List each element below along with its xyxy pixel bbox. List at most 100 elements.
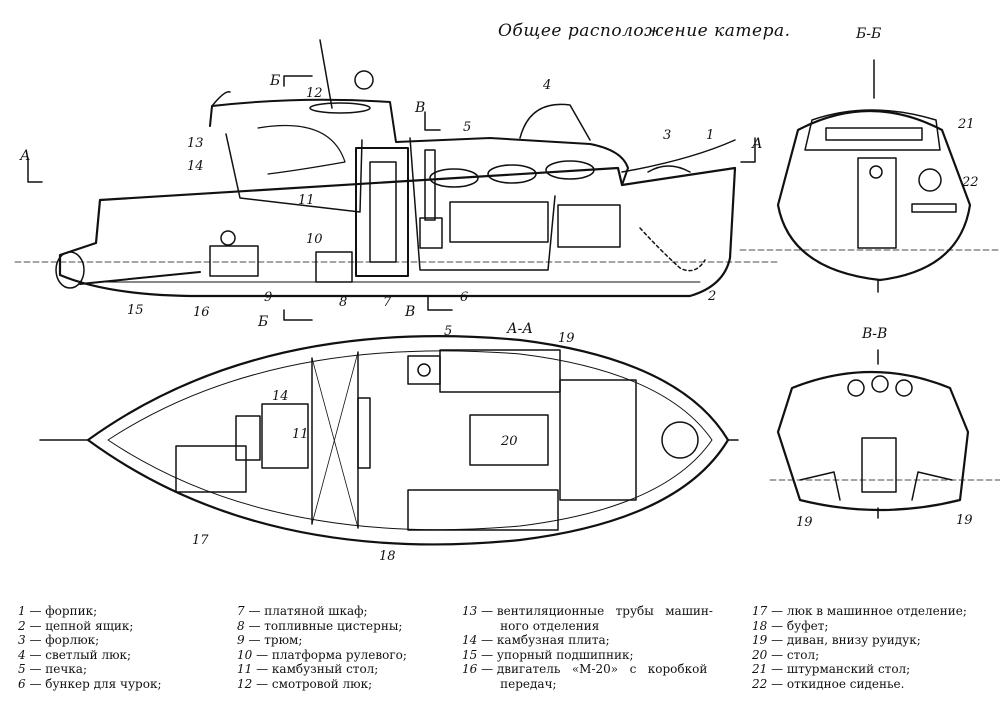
- legend-item: 12 — смотровой люк;: [237, 676, 373, 691]
- section-arrow-v-bottom: [427, 295, 453, 311]
- legend-item: 1 — форпик;: [18, 604, 98, 618]
- bulkhead-diagonal-2: [311, 351, 359, 525]
- bb-porthole-strip: [825, 127, 923, 141]
- wardrobe-door: [369, 161, 397, 263]
- engine-filler-cap: [220, 230, 236, 246]
- vv-callout-19-right: 19: [956, 513, 973, 528]
- anchor-chain: [639, 227, 706, 272]
- legend-item: 11 — камбузный стол;: [237, 662, 379, 677]
- plan-callout-20: 20: [500, 434, 518, 449]
- plan-buffet: [357, 397, 371, 469]
- sofa-backrest-bow: [557, 204, 621, 248]
- skylight-hatch: [519, 103, 591, 141]
- ventilation-pipe: [209, 91, 231, 127]
- bb-steering-wheel-icon: [918, 168, 942, 192]
- bb-hull-outline: [776, 110, 972, 282]
- callout-9: 9: [264, 290, 272, 305]
- wheelhouse-roof-curve: [257, 124, 346, 175]
- callout-5: 5: [463, 120, 471, 135]
- wardrobe: [355, 147, 409, 277]
- bb-door-window: [869, 165, 883, 179]
- callout-2: 2: [707, 289, 716, 304]
- legend-column-3: 13 — вентиляционные трубы машин- ного от…: [462, 604, 727, 692]
- hull-outline: [58, 166, 737, 298]
- legend-item: 7 — платяной шкаф;: [237, 604, 368, 618]
- legend-item: 15 — упорный подшипник;: [462, 647, 634, 662]
- vv-porthole-right: [895, 379, 913, 397]
- plan-callout-11: 11: [292, 427, 309, 442]
- section-label-b-top: Б: [269, 73, 280, 89]
- callout-13: 13: [187, 136, 204, 151]
- mast: [319, 39, 333, 109]
- callout-16: 16: [193, 305, 210, 320]
- legend-item: 6 — бункер для чурок;: [18, 676, 162, 691]
- bow-deck-rail: [621, 139, 736, 173]
- side-elevation: [14, 39, 781, 321]
- engine-m20: [209, 245, 259, 277]
- galley-stove: [235, 415, 261, 461]
- plan-sofa-starboard: [407, 489, 559, 531]
- callout-6: 6: [460, 290, 468, 305]
- plan-callout-5: 5: [444, 324, 452, 339]
- stove: [419, 217, 443, 249]
- vv-table: [861, 437, 897, 493]
- vv-hull-outline: [776, 370, 970, 512]
- bb-door: [857, 157, 897, 249]
- stove-pipe: [424, 149, 436, 221]
- section-label-bb: Б-Б: [855, 26, 881, 42]
- section-arrow-b-bottom: [283, 309, 313, 321]
- vv-porthole-mid: [871, 375, 889, 393]
- plan-hull-inner: [107, 350, 713, 531]
- plan-sofa-port: [439, 349, 561, 393]
- callout-12: 12: [306, 86, 323, 101]
- plan-stove-burner: [417, 363, 431, 377]
- sofa-backrest-side: [449, 201, 549, 243]
- section-arrow-a-right: [740, 137, 756, 163]
- legend-item: 4 — светлый люк;: [18, 647, 132, 662]
- galley-table: [261, 403, 309, 469]
- plan-callout-19: 19: [558, 331, 575, 346]
- section-label-vv: В-В: [861, 326, 887, 342]
- legend-item: 8 — топливные цистерны;: [237, 618, 403, 633]
- callout-4: 4: [542, 78, 551, 93]
- legend-item: 5 — печка;: [18, 662, 87, 677]
- searchlight: [354, 70, 374, 90]
- callout-8: 8: [339, 295, 347, 310]
- rudder: [55, 251, 85, 289]
- engine-room-hatch: [175, 445, 247, 493]
- fore-hatch: [647, 165, 691, 173]
- vv-callout-19-left: 19: [796, 515, 813, 530]
- legend-item: 14 — камбузная плита;: [462, 633, 610, 648]
- section-arrow-a-left: [27, 157, 43, 183]
- bb-callout-22: 22: [961, 175, 979, 190]
- legend-item: 19 — диван, внизу руидук;: [752, 633, 921, 648]
- plan-callout-14: 14: [272, 389, 289, 404]
- cabin-roof-outline: [209, 98, 629, 186]
- plan-view: [39, 335, 739, 546]
- plan-stove: [407, 355, 441, 385]
- legend-item: 13 — вентиляционные трубы машин-: [462, 604, 713, 618]
- section-label-a-right: А: [751, 136, 763, 152]
- callout-7: 7: [383, 295, 392, 310]
- plan-fore-hatch: [661, 421, 699, 459]
- section-label-v-bottom: В: [404, 304, 415, 320]
- callout-14: 14: [187, 159, 204, 174]
- fuel-tank: [315, 251, 353, 283]
- section-label-v-top: В: [414, 100, 425, 116]
- drawing-title: Общее расположение катера.: [498, 21, 791, 41]
- section-b-b: [739, 59, 1000, 293]
- legend-item: 20 — стол;: [752, 647, 820, 662]
- legend-item: 18 — буфет;: [752, 618, 829, 633]
- porthole-1: [429, 168, 479, 188]
- plan-table: [469, 414, 549, 466]
- legend-column-4: 17 — люк в машинное отделение; 18 — буфе…: [752, 604, 992, 692]
- legend-item: 2 — цепной ящик;: [18, 618, 134, 633]
- bb-chart-table: [911, 203, 957, 213]
- bulkhead-diagonal-1: [311, 357, 359, 529]
- porthole-3: [545, 160, 595, 180]
- callout-10: 10: [306, 232, 323, 247]
- section-label-plan: А-А: [506, 321, 533, 337]
- legend-item: 10 — платформа рулевого;: [237, 647, 407, 662]
- boat-general-arrangement-drawing: Общее расположение катера.: [14, 21, 1000, 564]
- legend-column-1: 1 — форпик; 2 — цепной ящик; 3 — форлюк;…: [18, 604, 213, 692]
